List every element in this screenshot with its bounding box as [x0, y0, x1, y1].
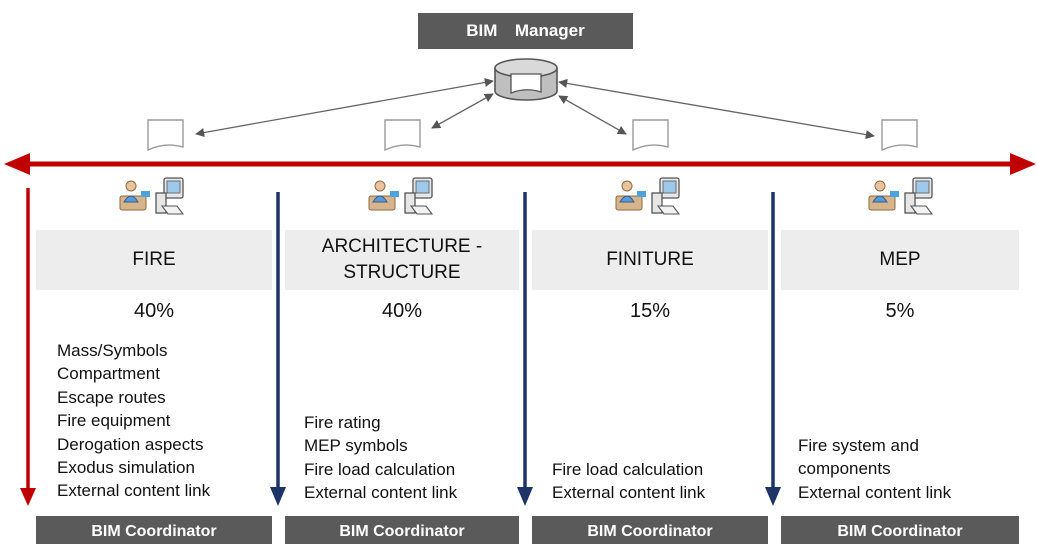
database-icon	[494, 58, 558, 101]
list-item: External content link	[57, 481, 211, 501]
fire-percentage: 40%	[133, 300, 175, 322]
link-fire-doc	[195, 77, 494, 138]
finiture-title: FINITURE	[606, 249, 694, 270]
vertical-navy-arrow	[517, 192, 533, 506]
vertical-navy-arrow	[270, 192, 286, 506]
architecture-coordinator-label: BIM Coordinator	[339, 523, 465, 540]
fire-coordinator-box: BIM Coordinator	[36, 516, 272, 544]
list-item: Escape routes	[57, 387, 166, 407]
finiture-coordinator-box: BIM Coordinator	[532, 516, 768, 544]
mep-coordinator-label: BIM Coordinator	[837, 523, 963, 540]
list-item: Fire load calculation	[552, 460, 704, 479]
architecture-coordinator-box: BIM Coordinator	[285, 516, 519, 544]
finiture-header: FINITURE	[532, 230, 768, 290]
link-finiture-doc	[558, 95, 627, 135]
list-item: components	[798, 459, 891, 479]
list-item: Fire load calculation	[304, 459, 456, 479]
user-workstation-icon	[119, 177, 185, 215]
document-icon	[632, 119, 669, 152]
list-item: Fire equipment	[57, 411, 171, 431]
link-arch-doc	[431, 93, 494, 129]
list-item: Fire rating	[304, 413, 381, 432]
architecture-percentage: 40%	[381, 300, 423, 322]
list-item: MEP symbols	[304, 436, 408, 456]
list-item: Fire system and	[798, 436, 919, 455]
mep-header: MEP	[781, 230, 1019, 290]
bim-manager-box: BIM Manager	[418, 13, 633, 49]
fire-header: FIRE	[36, 230, 272, 290]
document-icon	[147, 119, 184, 152]
fire-item-list: Mass/Symbols Compartment Escape routes F…	[57, 339, 210, 503]
finiture-percentage: 15%	[629, 300, 671, 322]
fire-title: FIRE	[132, 249, 176, 270]
architecture-title-line-2: STRUCTURE	[343, 262, 461, 283]
finiture-item-list: Fire load calculation External content l…	[552, 458, 705, 505]
architecture-title-line-1: ARCHITECTURE -	[321, 236, 483, 257]
list-item: Exodus simulation	[57, 458, 195, 478]
horizontal-red-arrow	[4, 153, 1036, 175]
mep-percentage: 5%	[885, 300, 915, 322]
list-item: External content link	[304, 483, 458, 503]
bim-manager-label: BIM Manager	[466, 21, 585, 40]
list-item: External content link	[798, 482, 952, 502]
architecture-item-list: Fire rating MEP symbols Fire load calcul…	[304, 411, 457, 505]
user-workstation-icon	[868, 177, 934, 215]
mep-coordinator-box: BIM Coordinator	[781, 516, 1019, 544]
architecture-structure-header: ARCHITECTURE - STRUCTURE	[285, 230, 519, 290]
mep-item-list: Fire system and components External cont…	[798, 434, 951, 504]
list-item: External content link	[552, 483, 706, 503]
user-workstation-icon	[368, 177, 434, 215]
list-item: Mass/Symbols	[57, 341, 168, 360]
document-icon	[881, 119, 918, 152]
document-icon	[384, 119, 421, 152]
fire-coordinator-label: BIM Coordinator	[91, 523, 217, 540]
list-item: Compartment	[57, 364, 160, 384]
link-mep-doc	[558, 78, 875, 140]
vertical-red-arrow	[20, 188, 36, 506]
mep-title: MEP	[879, 249, 921, 270]
finiture-coordinator-label: BIM Coordinator	[587, 523, 713, 540]
list-item: Derogation aspects	[57, 434, 204, 454]
vertical-navy-arrow	[765, 192, 781, 506]
user-workstation-icon	[615, 177, 681, 215]
